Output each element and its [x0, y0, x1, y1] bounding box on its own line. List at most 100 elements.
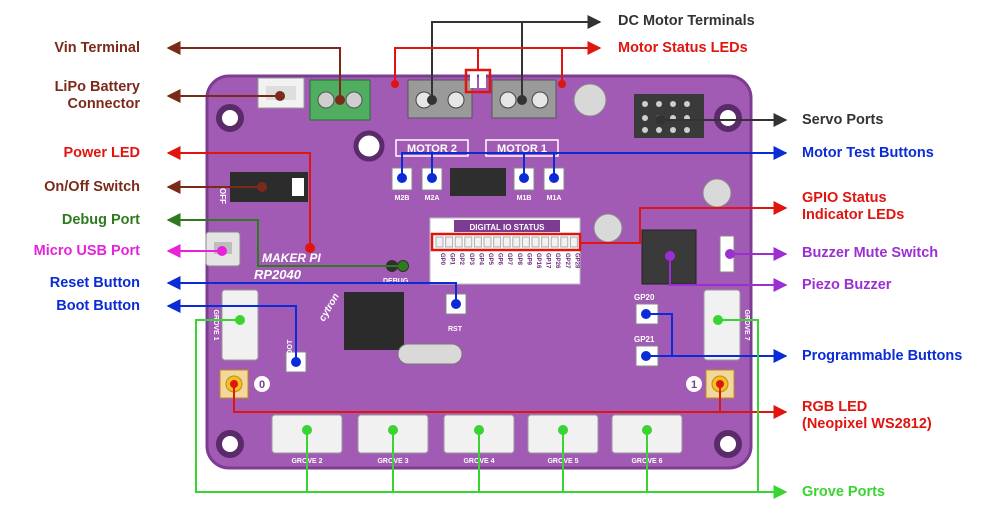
- m1a-label: M1A: [547, 195, 562, 202]
- gpio-led: [521, 236, 530, 248]
- reset-button-label: Reset Button: [49, 275, 140, 291]
- servo-ports-label: Servo Ports: [802, 112, 884, 128]
- gpio-pin-label: GP28: [573, 253, 579, 269]
- grove-leaders: [195, 319, 788, 499]
- blue-dots: [291, 173, 651, 367]
- gpio-led: [445, 236, 454, 248]
- motor-status-leds-label: Motor Status LEDs: [618, 40, 748, 56]
- motor-button-labels: M2B M2A M1B M1A: [395, 195, 562, 202]
- programmable-button-bodies: GP20 GP21: [634, 293, 659, 367]
- gpio-pin-label: GP8: [516, 253, 522, 266]
- brown-leaders: [166, 41, 341, 194]
- rgb-line1: RGB LED: [802, 399, 868, 415]
- gpio-led: [435, 236, 444, 248]
- onoff-dot: [257, 182, 267, 192]
- rgb0-label: 0: [259, 379, 265, 391]
- servo-header: [634, 94, 704, 138]
- vin-terminal-leader: [166, 41, 341, 100]
- gpio-pin-label: GP17: [545, 253, 551, 269]
- gpio-pin-label: GP1: [449, 253, 455, 266]
- lipo-connector-label: LiPo Battery Connector: [20, 79, 140, 113]
- piezo-buzzer-label: Piezo Buzzer: [802, 277, 892, 293]
- vin-terminal-label: Vin Terminal: [54, 40, 140, 56]
- gpio-led: [483, 236, 492, 248]
- gpio-pin-label: GP26: [554, 253, 560, 269]
- gp21-label: GP21: [634, 335, 655, 344]
- m1b-label: M1B: [517, 195, 532, 202]
- motor-status-led-box: [464, 68, 492, 94]
- debug-label: DEBUG: [383, 278, 409, 285]
- led-a: [470, 74, 477, 88]
- gpio-led-row: [435, 236, 578, 248]
- vin-dot: [335, 95, 345, 105]
- grove1-label: GROVE 1: [212, 309, 219, 340]
- red-dots: [230, 80, 724, 388]
- gpio-pin-label: GP6: [497, 253, 503, 266]
- gpio-line2: Indicator LEDs: [802, 207, 905, 223]
- grove7-label: GROVE 7: [743, 309, 750, 340]
- crystal: [397, 343, 463, 365]
- boot-label: BOOT: [287, 339, 294, 360]
- mute-dot: [725, 249, 735, 259]
- gpio-led: [560, 236, 569, 248]
- center-hole: [353, 130, 385, 162]
- gpio-led: [541, 236, 550, 248]
- lipo-line2: Connector: [67, 96, 141, 112]
- rgb1-label: 1: [691, 379, 697, 391]
- gpio-pin-label: GP27: [564, 253, 570, 269]
- gpio-led: [502, 236, 511, 248]
- gpio-pin-label: GP3: [468, 253, 474, 266]
- gpio-pin-label: GP0: [439, 253, 445, 266]
- buzzer-dot: [665, 251, 675, 261]
- gpio-pin-label: GP5: [487, 253, 493, 266]
- gpio-led: [531, 236, 540, 248]
- gpio-line1: GPIO Status: [802, 190, 887, 206]
- dark-dots: [427, 95, 665, 125]
- gpio-status-label: GPIO Status Indicator LEDs: [802, 190, 904, 224]
- gpio-led: [454, 236, 463, 248]
- buzzer-mute-label: Buzzer Mute Switch: [802, 245, 939, 261]
- capacitor-mid: [593, 213, 623, 243]
- lipo-line1: LiPo Battery: [54, 79, 140, 95]
- m2b-label: M2B: [395, 195, 410, 202]
- maker-pi-logo: MAKER PI RP2040: [254, 251, 321, 282]
- motor-driver-chip: [450, 168, 506, 196]
- rgb-led-label: RGB LED (Neopixel WS2812): [802, 399, 932, 433]
- m2a-label: M2A: [425, 195, 440, 202]
- gp20-label: GP20: [634, 293, 655, 302]
- led-b: [479, 74, 486, 88]
- debug-port-label: Debug Port: [61, 212, 140, 228]
- usb-dot: [217, 246, 227, 256]
- power-led-label: Power LED: [63, 145, 140, 161]
- onoff-switch-block: OFF: [218, 172, 308, 204]
- gpio-led: [569, 236, 578, 248]
- onoff-switch-label: On/Off Switch: [44, 179, 140, 195]
- maker-pi-text: MAKER PI: [262, 251, 321, 265]
- programmable-buttons-label: Programmable Buttons: [802, 348, 963, 364]
- rp2040-text: RP2040: [254, 267, 302, 282]
- rgb-line2: (Neopixel WS2812): [802, 416, 932, 432]
- grove-ports-label: Grove Ports: [802, 484, 885, 500]
- purple-leaders: [669, 247, 788, 292]
- gpio-led-box: [430, 232, 582, 252]
- mounting-holes: [216, 104, 742, 458]
- debug-leader: [166, 213, 403, 267]
- digital-io-title: DIGITAL IO STATUS: [470, 223, 546, 232]
- micro-usb-label: Micro USB Port: [33, 243, 140, 259]
- off-label: OFF: [218, 188, 227, 204]
- gpio-pin-label: GP16: [535, 253, 541, 269]
- boot-button-label: Boot Button: [56, 298, 140, 314]
- grove-dots: [235, 315, 723, 435]
- gpio-pin-label: GP2: [458, 253, 464, 266]
- gpio-led: [493, 236, 502, 248]
- gpio-led: [464, 236, 473, 248]
- debug-dot: [398, 261, 408, 271]
- motor-terminal-blocks: [407, 79, 557, 119]
- lipo-dot: [275, 91, 285, 101]
- dark-leaders: [431, 15, 788, 127]
- gpio-led: [512, 236, 521, 248]
- motor-test-buttons-label: Motor Test Buttons: [802, 145, 934, 161]
- rst-label: RST: [448, 326, 463, 333]
